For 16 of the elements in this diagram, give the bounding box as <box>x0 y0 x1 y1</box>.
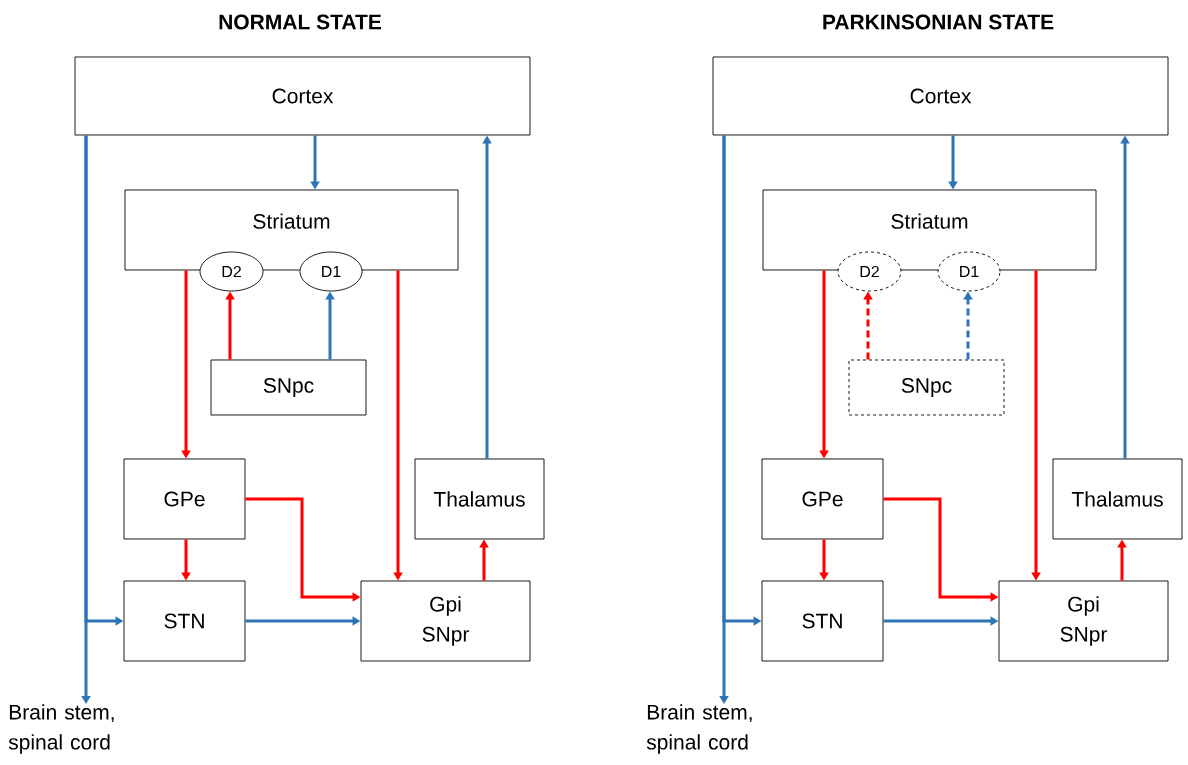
target-label: Brain stem, spinal cord <box>8 704 114 754</box>
brain-region-box: SNpc <box>848 359 1005 416</box>
brain-region-box: Cortex <box>74 56 531 136</box>
brain-region-box: STN <box>761 580 884 662</box>
target-label: Brain stem, spinal cord <box>646 704 752 754</box>
brain-region-box: Gpi SNpr <box>360 580 531 662</box>
brain-region-box: SNpc <box>210 359 367 416</box>
brain-region-box: Thalamus <box>1052 458 1183 540</box>
brain-region-box: Gpi SNpr <box>998 580 1169 662</box>
brain-region-box: STN <box>123 580 246 662</box>
brain-region-box: GPe <box>123 458 246 540</box>
brain-region-box: Thalamus <box>414 458 545 540</box>
brain-region-box: Cortex <box>712 56 1169 136</box>
panel-title: PARKINSONIAN STATE <box>823 14 1054 30</box>
brain-region-box: GPe <box>761 458 884 540</box>
panel-title: NORMAL STATE <box>219 14 382 30</box>
